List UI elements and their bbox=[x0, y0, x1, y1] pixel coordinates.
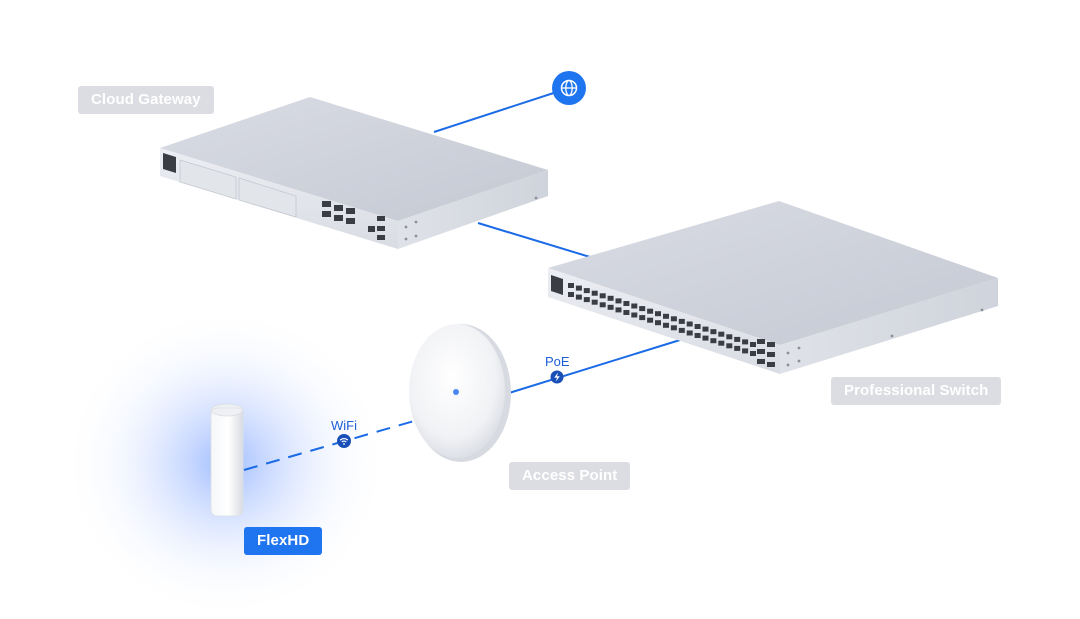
switch-port bbox=[599, 293, 606, 299]
switch-port bbox=[568, 292, 574, 297]
internet-link-line bbox=[433, 87, 570, 133]
switch-port bbox=[568, 283, 574, 288]
switch-port bbox=[575, 294, 582, 300]
switch-port bbox=[615, 298, 622, 304]
switch-port bbox=[583, 297, 590, 303]
switch-port bbox=[726, 334, 733, 340]
flexhd-device[interactable] bbox=[210, 403, 244, 517]
switch-port bbox=[678, 318, 685, 324]
cloud-gateway-device[interactable] bbox=[160, 97, 548, 249]
switch-port bbox=[670, 316, 677, 322]
switch-port bbox=[718, 331, 725, 337]
poe-link-label: PoE bbox=[545, 354, 570, 369]
switch-port bbox=[655, 311, 661, 317]
lightning-icon bbox=[550, 370, 564, 384]
switch-port bbox=[663, 322, 669, 328]
switch-port bbox=[734, 336, 741, 342]
switch-port bbox=[575, 285, 582, 291]
switch-port bbox=[607, 295, 614, 301]
switch-port bbox=[591, 299, 598, 305]
switch-port bbox=[607, 304, 614, 310]
switch-port bbox=[742, 348, 749, 354]
switch-port bbox=[639, 306, 646, 312]
switch-port bbox=[694, 333, 701, 338]
switch-port bbox=[734, 345, 741, 351]
switch-port bbox=[583, 288, 590, 294]
flexhd-label[interactable]: FlexHD bbox=[244, 527, 323, 555]
switch-port bbox=[750, 351, 756, 356]
cloud-gateway-label[interactable]: Cloud Gateway bbox=[78, 86, 214, 114]
gateway-switch-link-line bbox=[477, 222, 591, 258]
switch-port bbox=[750, 342, 756, 347]
wifi-link-label: WiFi bbox=[331, 418, 357, 433]
switch-port bbox=[615, 307, 622, 313]
switch-port bbox=[655, 320, 661, 326]
switch-port bbox=[726, 343, 733, 349]
switch-port bbox=[591, 290, 598, 296]
switch-port bbox=[639, 315, 646, 321]
switch-port bbox=[710, 338, 717, 344]
switch-port bbox=[702, 335, 709, 341]
switch-port bbox=[623, 301, 630, 306]
wifi-icon bbox=[337, 434, 351, 448]
switch-port bbox=[631, 303, 638, 309]
poe-link-line bbox=[508, 339, 681, 394]
switch-port bbox=[686, 321, 693, 327]
switch-port bbox=[710, 329, 717, 335]
switch-port bbox=[686, 330, 693, 336]
professional-switch-device[interactable] bbox=[548, 201, 998, 374]
access-point-label[interactable]: Access Point bbox=[509, 462, 631, 490]
switch-port bbox=[647, 317, 654, 323]
wifi-link-line bbox=[243, 420, 415, 471]
switch-port bbox=[631, 312, 638, 318]
switch-port bbox=[670, 325, 677, 331]
switch-port bbox=[663, 313, 669, 319]
switch-port bbox=[718, 340, 725, 346]
switch-port bbox=[647, 308, 654, 314]
switch-port bbox=[599, 302, 606, 308]
switch-port bbox=[702, 326, 709, 332]
switch-port bbox=[678, 327, 685, 333]
professional-switch-label[interactable]: Professional Switch bbox=[831, 377, 1002, 405]
access-point-device[interactable] bbox=[409, 324, 511, 462]
switch-port bbox=[623, 310, 630, 315]
switch-port bbox=[694, 324, 701, 329]
globe-icon[interactable] bbox=[552, 71, 586, 105]
switch-port bbox=[742, 339, 749, 345]
